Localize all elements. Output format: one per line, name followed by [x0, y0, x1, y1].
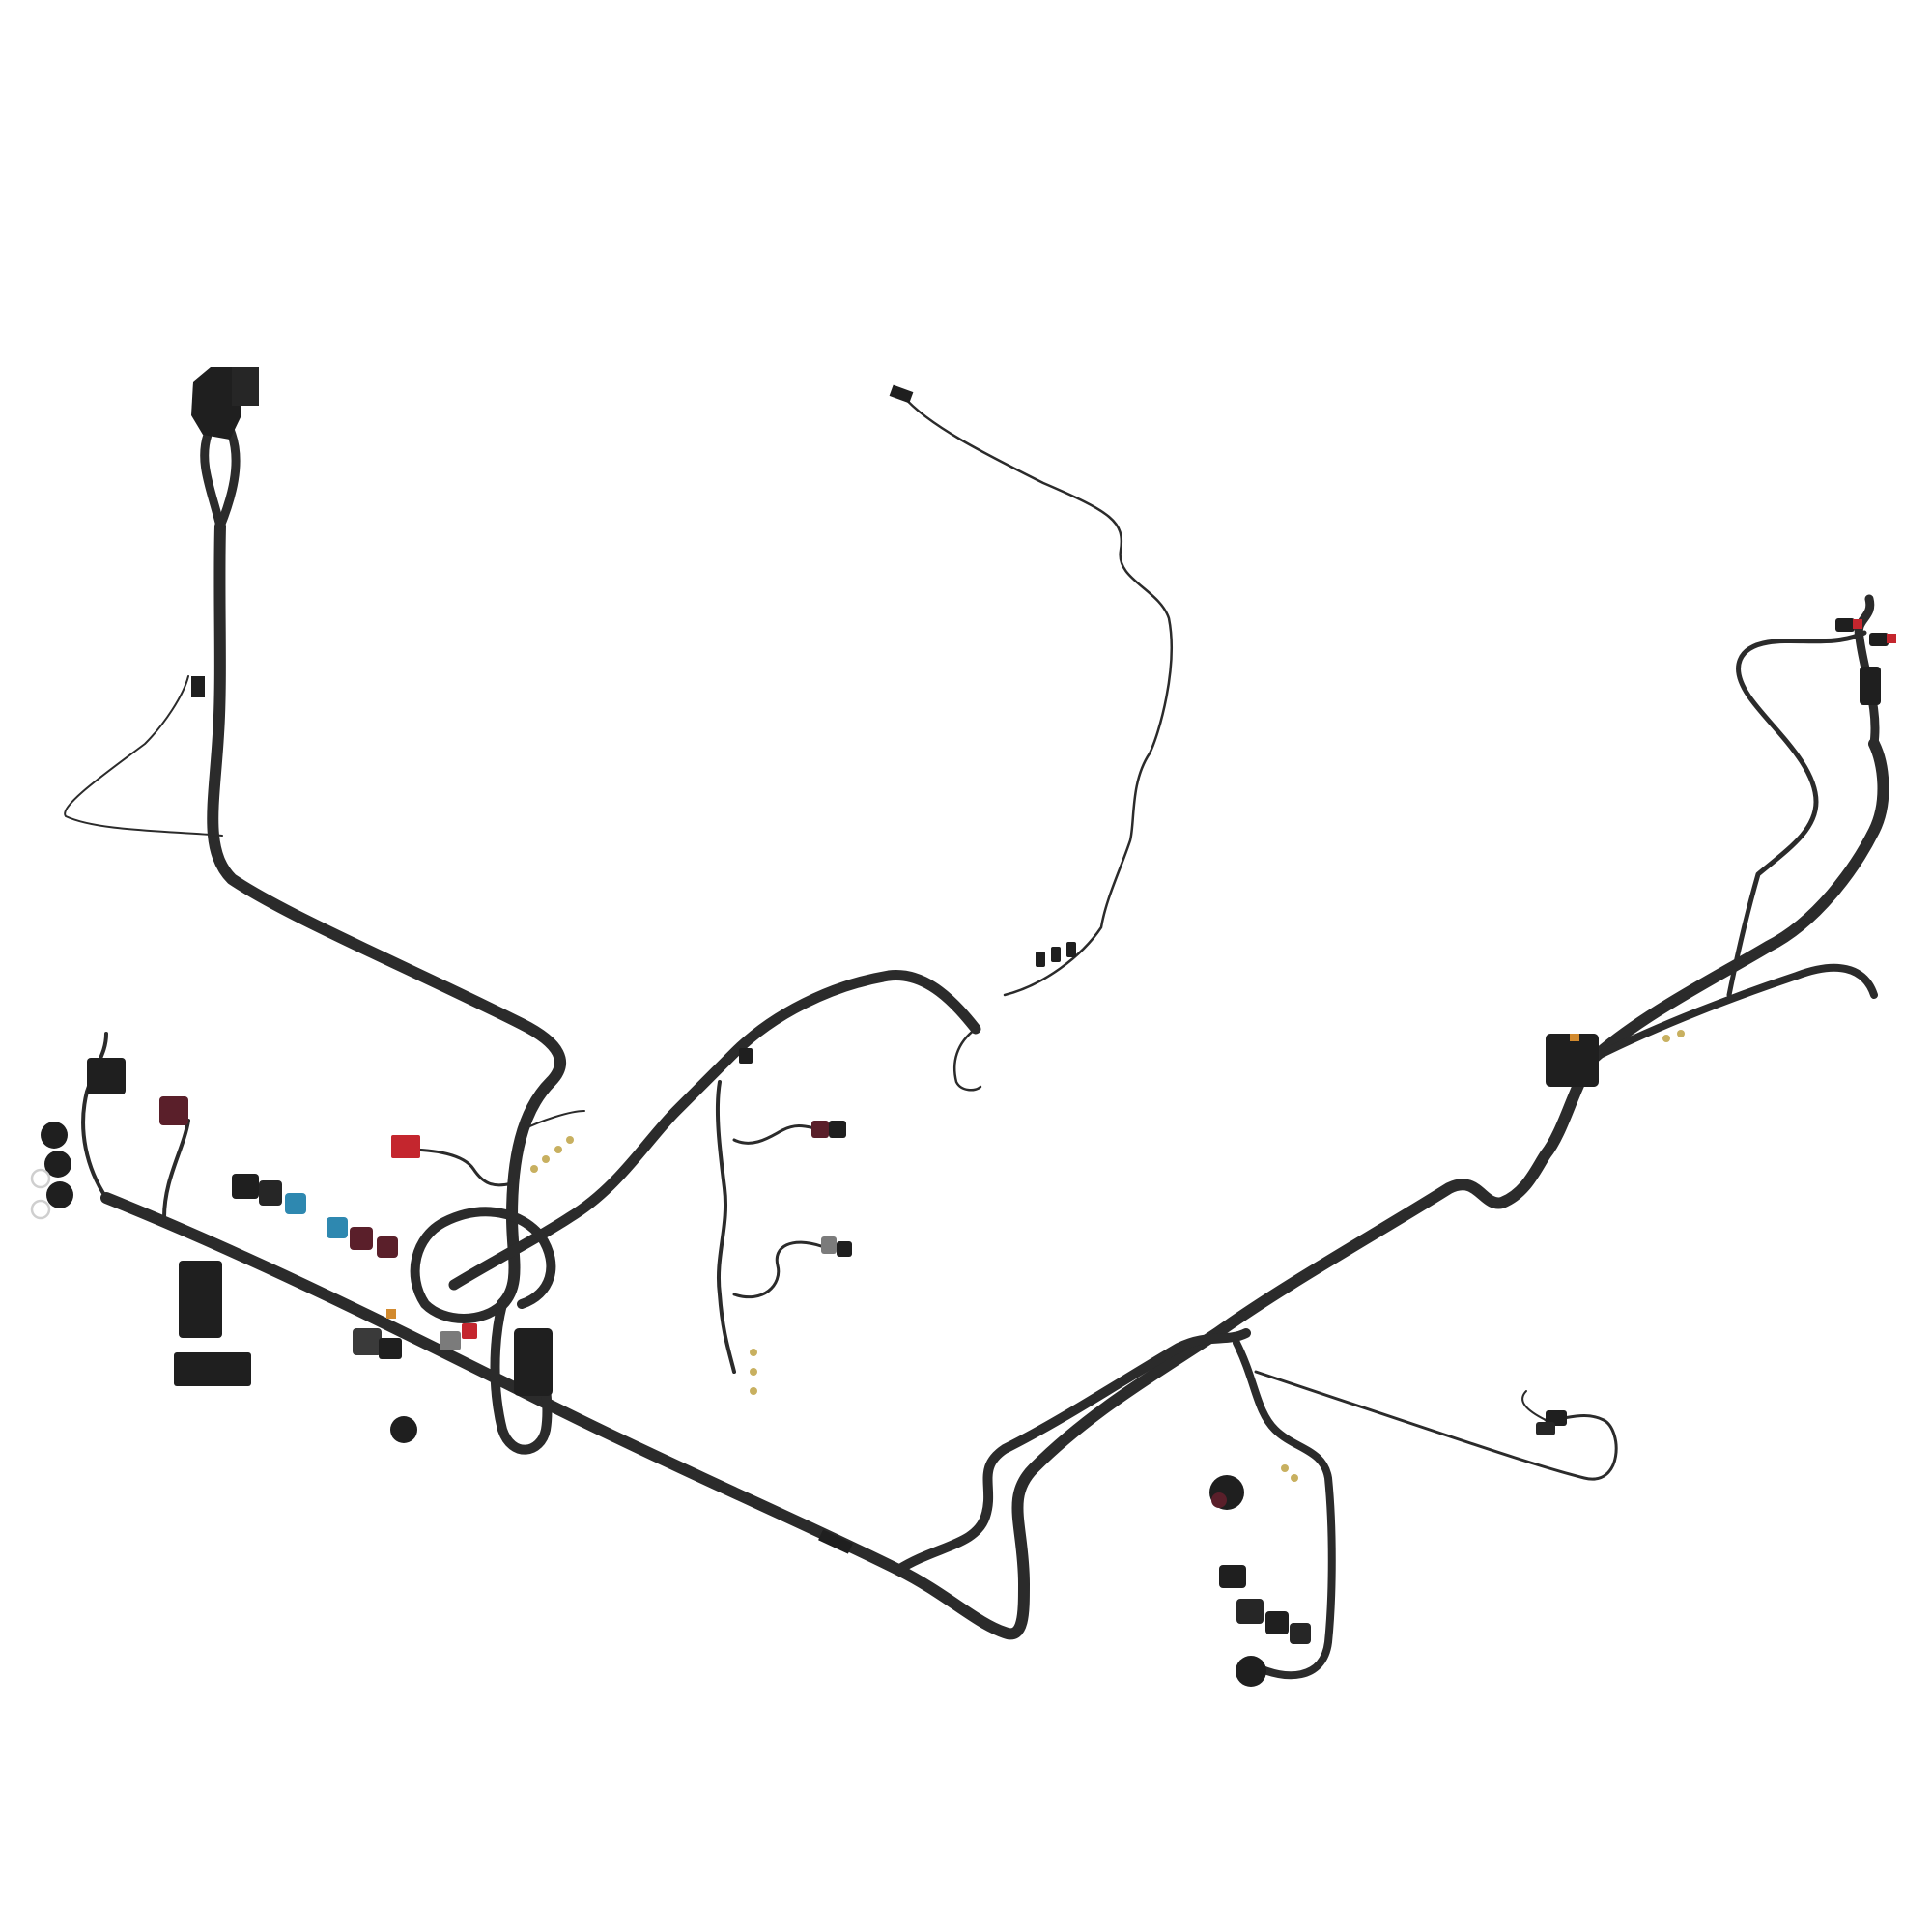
grommet-cluster-left	[30, 1058, 126, 1220]
clip-lower-center	[818, 1529, 853, 1554]
connector-top-left-body	[191, 367, 242, 440]
grommet-2	[44, 1151, 71, 1178]
trunk-left-loop	[410, 1207, 556, 1323]
connector-cluster-left-center	[232, 1174, 477, 1443]
terminal-c2	[1677, 1030, 1685, 1037]
wire-top-branch	[952, 1027, 982, 1092]
connector-lc-2	[259, 1180, 282, 1206]
connector-rb-3	[1265, 1611, 1289, 1634]
terminal-group-d	[1281, 1464, 1298, 1482]
connector-lc-gray	[353, 1328, 382, 1355]
ring-terminal-1	[30, 1168, 51, 1189]
connector-top-left	[191, 367, 259, 440]
thin-wires	[64, 394, 1618, 1481]
connector-arch-3	[1066, 942, 1076, 957]
connector-lc-blue-2	[327, 1217, 348, 1238]
grommet-3	[46, 1181, 73, 1208]
terminal-group-b	[750, 1349, 757, 1395]
module-right-mid	[1546, 1034, 1599, 1087]
terminal-b2	[750, 1368, 757, 1376]
module-center-left	[514, 1328, 553, 1396]
connector-maroon-left	[159, 1096, 188, 1125]
wire-center-gray	[732, 1240, 823, 1299]
wire-terminals	[521, 1110, 585, 1131]
grommet-rb-2	[1236, 1656, 1266, 1687]
connector-lc-black-3	[379, 1338, 402, 1359]
wire-right-mid	[1254, 1370, 1618, 1481]
terminal-d1	[1281, 1464, 1289, 1472]
wire-center-drop	[715, 1080, 736, 1374]
connector-arch-1	[1036, 952, 1045, 967]
connector-right-top-b	[1869, 633, 1889, 646]
connector-right-mid-b	[1536, 1422, 1555, 1435]
connector-left-dangle	[191, 676, 205, 697]
grommet-bottom-left	[390, 1416, 417, 1443]
wire-left-cluster-a	[81, 1032, 108, 1200]
connector-top-left-cap	[232, 367, 259, 406]
trunk-right-lower	[1233, 1339, 1336, 1680]
trunk-right-vertical	[1854, 594, 1880, 749]
grommet-1	[41, 1122, 68, 1149]
terminal-b3	[750, 1387, 757, 1395]
connector-lc-maroon-1	[350, 1227, 373, 1250]
terminal-a1	[530, 1165, 538, 1173]
wire-left-dangle	[64, 675, 223, 837]
trunk-right-upper	[1590, 963, 1878, 1062]
connector-center-purple	[811, 1121, 829, 1138]
wire-right-tall	[1726, 630, 1867, 998]
connector-right-top-red	[1853, 619, 1862, 629]
module-left-stack	[179, 1261, 222, 1338]
terminal-b1	[750, 1349, 757, 1356]
connector-lc-1	[232, 1174, 259, 1199]
connector-arch-2	[1051, 947, 1061, 962]
connector-right-top-a	[1835, 618, 1855, 632]
main-trunk	[100, 377, 1889, 1680]
wire-right-mid-b	[1521, 1390, 1547, 1421]
connector-center-black-b	[837, 1241, 852, 1257]
wire-top-center	[901, 394, 1173, 997]
connector-red-small	[462, 1323, 477, 1339]
connector-right-vertical	[1860, 667, 1881, 705]
connector-mid-clip	[739, 1048, 753, 1064]
connector-rb-4	[1290, 1623, 1311, 1644]
trunk-lower-s	[894, 1328, 1251, 1575]
connector-left-top-box	[87, 1058, 126, 1094]
trunk-main-diagonal	[100, 738, 1889, 1640]
connector-rb-2	[1236, 1599, 1264, 1624]
connector-lc-maroon-2	[377, 1236, 398, 1258]
tape-orange	[386, 1309, 396, 1319]
terminal-group-c	[1662, 1030, 1685, 1042]
grommet-right-bottom-ring	[1211, 1492, 1227, 1508]
trunk-center-arch	[448, 970, 981, 1291]
terminal-a3	[554, 1146, 562, 1153]
connector-center-black-a	[829, 1121, 846, 1138]
wire-red-conn	[404, 1148, 514, 1187]
connector-lc-blue-1	[285, 1193, 306, 1214]
terminal-d2	[1291, 1474, 1298, 1482]
connector-rb-1	[1219, 1565, 1246, 1588]
connector-center-gray	[821, 1236, 837, 1254]
connector-cluster-right-bottom	[1209, 1475, 1311, 1687]
connector-lc-gray-2	[440, 1331, 461, 1350]
connector-right-top-red-b	[1887, 634, 1896, 643]
tape-right-mid	[1570, 1034, 1579, 1041]
module-left-bottom	[174, 1352, 251, 1386]
terminal-c1	[1662, 1035, 1670, 1042]
terminal-a4	[566, 1136, 574, 1144]
connectors	[30, 367, 1896, 1687]
wire-left-cluster-b	[162, 1119, 190, 1219]
ring-terminal-2	[30, 1199, 51, 1220]
connector-red-top	[391, 1135, 420, 1158]
terminal-group-a	[530, 1136, 574, 1173]
trunk-left-vertical	[207, 521, 566, 1310]
connector-top-center	[889, 384, 914, 404]
terminal-a2	[542, 1155, 550, 1163]
